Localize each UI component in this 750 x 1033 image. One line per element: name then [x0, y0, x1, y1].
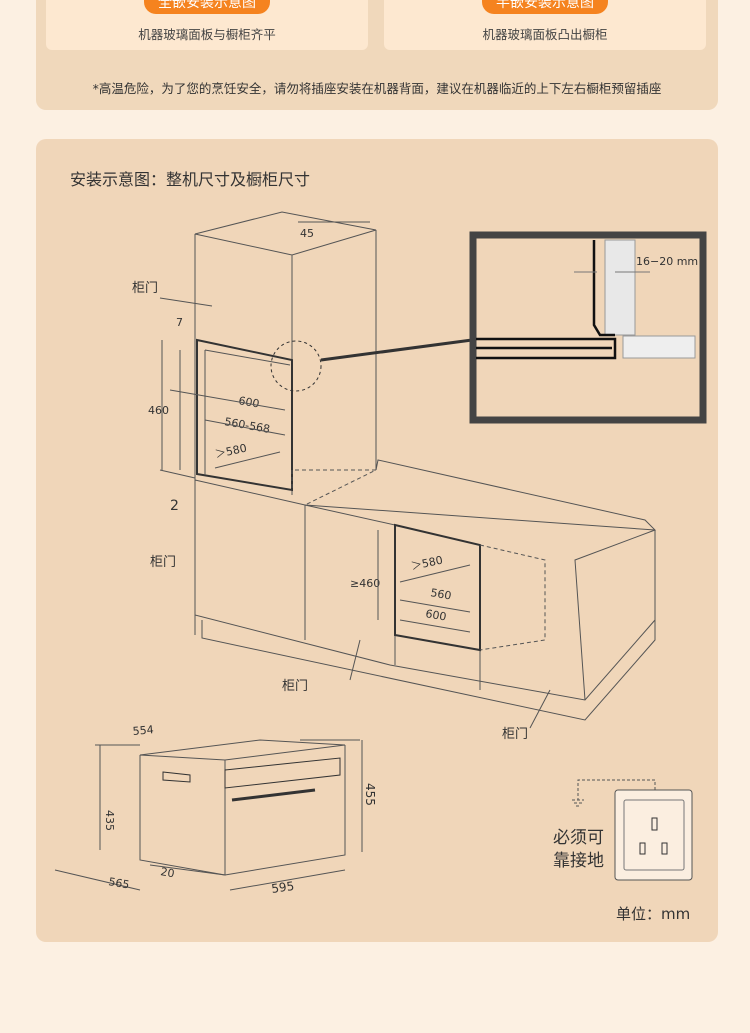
ground-label-1: 必须可 — [553, 828, 604, 848]
full-embed-card: 全嵌安装示意图 机器玻璃面板与橱柜齐平 — [46, 0, 368, 50]
grounded-socket — [572, 779, 693, 881]
oven-drawing — [54, 739, 363, 891]
dim-600: 600 — [237, 394, 260, 410]
door-label-1: 柜门 — [132, 281, 158, 296]
dim-ge460: ≥460 — [350, 577, 380, 590]
door-label-4: 柜门 — [502, 727, 528, 742]
dim-2: 2 — [170, 498, 179, 514]
tall-cabinet — [194, 211, 377, 635]
full-embed-caption: 机器玻璃面板与橱柜齐平 — [138, 27, 276, 42]
oven-dim-435: 435 — [103, 810, 116, 831]
oven-dim-554: 554 — [132, 723, 154, 738]
half-embed-caption: 机器玻璃面板凸出橱柜 — [482, 27, 608, 42]
unit-label: 单位：mm — [616, 905, 690, 923]
dim-580: ＞580 — [214, 442, 248, 461]
half-embed-button[interactable]: 半嵌安装示意图 — [482, 0, 608, 14]
safety-note: *高温危险，为了您的烹饪安全，请勿将插座安装在机器背面，建议在机器临近的上下左右… — [92, 81, 662, 96]
door-label-3: 柜门 — [282, 679, 308, 694]
dim-580b: ＞580 — [410, 554, 444, 573]
detail-leader — [320, 338, 473, 362]
oven-dim-455: 455 — [363, 783, 377, 806]
door-label-2: 柜门 — [150, 555, 176, 570]
ground-label-2: 靠接地 — [553, 851, 604, 871]
dim-560-568: 560-568 — [223, 415, 271, 436]
detail-gap-label: 16−20 mm — [636, 255, 698, 268]
oven-dim-565: 565 — [107, 875, 130, 891]
full-embed-button[interactable]: 全嵌安装示意图 — [144, 0, 270, 14]
oven-dim-595: 595 — [270, 879, 295, 896]
lower-cabinets — [194, 459, 656, 721]
half-embed-card: 半嵌安装示意图 机器玻璃面板凸出橱柜 — [384, 0, 706, 50]
diagram-title: 安装示意图：整机尺寸及橱柜尺寸 — [70, 170, 310, 189]
install-diagram-panel — [36, 139, 718, 942]
dim-560: 560 — [429, 586, 452, 602]
dim-45: 45 — [300, 227, 314, 240]
oven-dim-20: 20 — [159, 865, 175, 880]
detail-inset: 16−20 mm — [469, 231, 707, 424]
detail-circle — [270, 340, 322, 392]
install-type-panel: 全嵌安装示意图 机器玻璃面板与橱柜齐平 半嵌安装示意图 机器玻璃面板凸出橱柜 *… — [36, 0, 718, 110]
dim-460: 460 — [148, 404, 169, 417]
dim-7: 7 — [176, 316, 183, 329]
dim-600b: 600 — [424, 607, 447, 623]
